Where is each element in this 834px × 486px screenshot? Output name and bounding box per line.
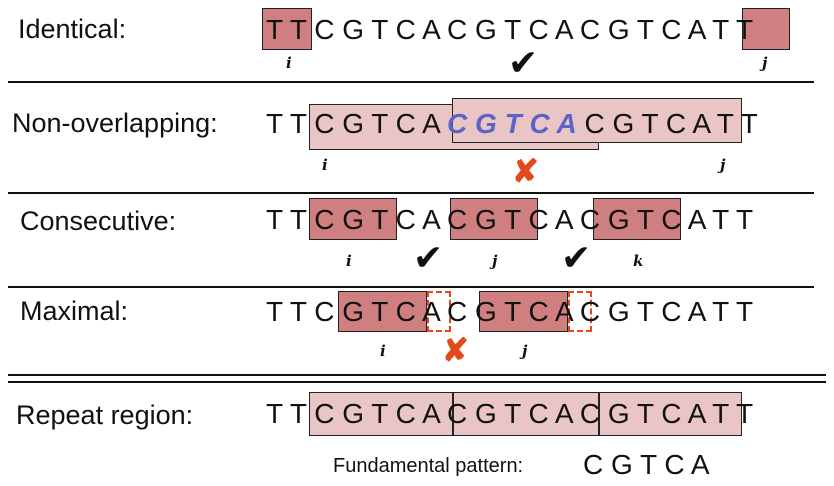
index-j: j — [492, 252, 498, 270]
sequence-consecutive: T T C G T C A C G T C A C G T C A T T — [266, 204, 754, 235]
divider — [8, 81, 814, 83]
consecutive-box-1 — [309, 198, 397, 240]
divider — [8, 192, 814, 194]
check-mark-icon: ✔ — [561, 237, 592, 278]
fundamental-pattern-label: Fundamental pattern: — [333, 455, 524, 477]
maximal-dashed-box-1 — [427, 291, 451, 332]
sequence-maximal: T T C G T C A C G T C A C G T C A T T — [266, 296, 754, 327]
identical-box-right — [742, 8, 790, 50]
consecutive-box-3 — [593, 198, 681, 240]
label-consecutive: Consecutive: — [20, 206, 177, 236]
label-non-overlapping: Non-overlapping: — [12, 108, 218, 138]
consecutive-box-2 — [450, 198, 538, 240]
maximal-box-2 — [479, 291, 568, 332]
index-i: i — [286, 54, 292, 72]
maximal-box-1 — [338, 291, 427, 332]
divider-double-top — [8, 374, 826, 376]
index-i: i — [346, 252, 352, 270]
fundamental-pattern-sequence: C G T C A — [583, 449, 710, 480]
divider-double-bottom — [8, 381, 826, 383]
index-j: j — [762, 54, 768, 72]
check-mark-icon: ✔ — [508, 42, 539, 83]
repeat-box-1 — [309, 392, 453, 436]
label-repeat-region: Repeat region: — [16, 400, 194, 430]
check-mark-icon: ✔ — [413, 237, 444, 278]
divider — [8, 286, 814, 288]
repeat-box-3 — [599, 392, 742, 436]
index-j: j — [522, 342, 528, 360]
repeat-box-2 — [453, 392, 599, 436]
identical-box-left — [262, 8, 312, 50]
cross-mark-icon: ✘ — [442, 332, 469, 368]
maximal-dashed-box-2 — [568, 291, 592, 332]
index-i: i — [322, 156, 328, 174]
label-maximal: Maximal: — [20, 296, 129, 326]
sequence-repeat-region: T T C G T C A C G T C A C G T C A T T — [266, 398, 754, 429]
label-identical: Identical: — [18, 14, 127, 44]
index-j: j — [720, 156, 726, 174]
cross-mark-icon: ✘ — [512, 153, 539, 189]
nonoverlap-box-2 — [452, 98, 742, 143]
index-i: i — [380, 342, 386, 360]
index-k: k — [633, 252, 644, 270]
sequence-identical: T T C G T C A C G T C A C G T C A T T — [266, 14, 754, 45]
sequence-non-overlapping: T T C G T C A C G T C A C G T C A T T — [266, 108, 758, 139]
